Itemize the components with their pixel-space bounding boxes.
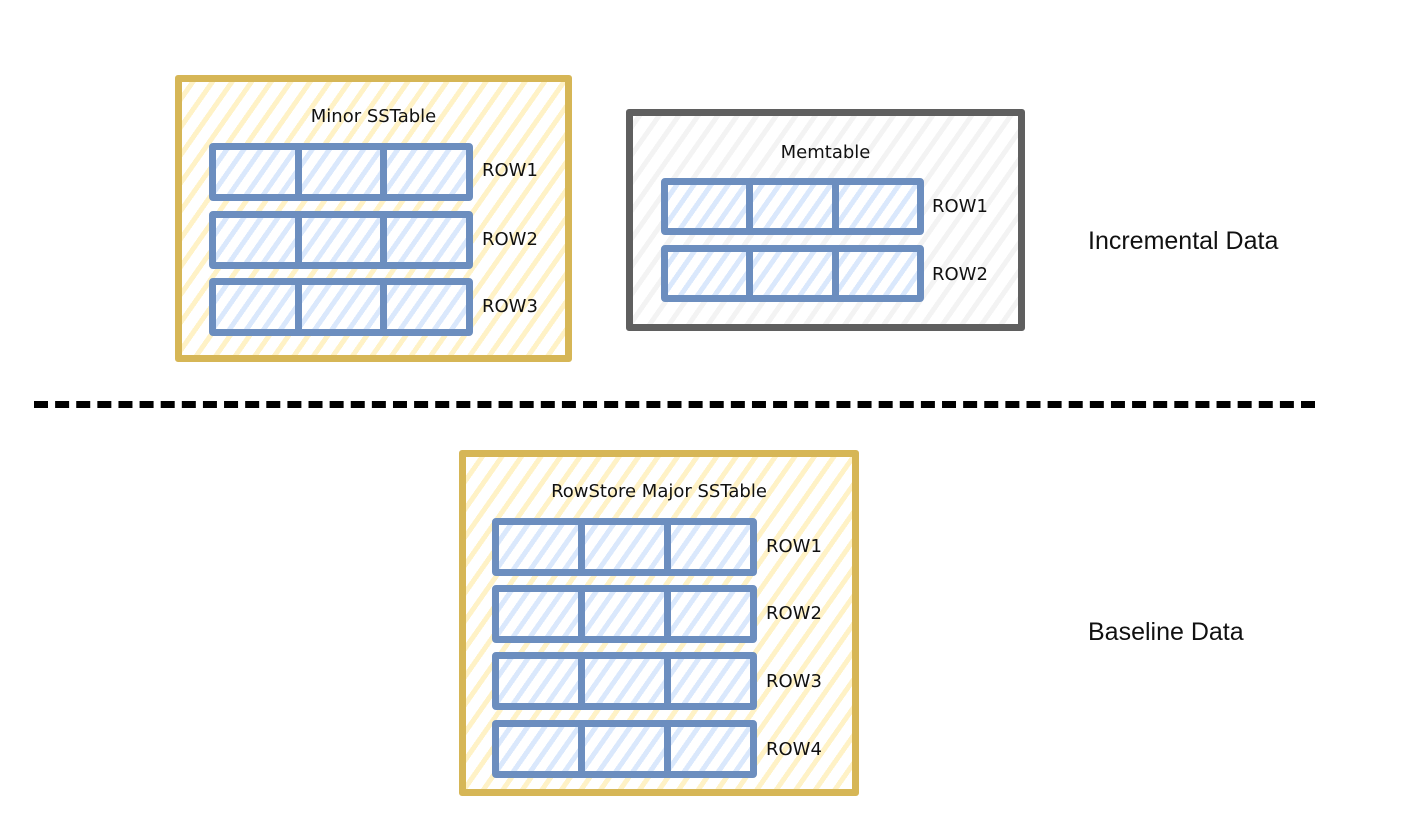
row-cell (499, 525, 585, 569)
minor-sstable-row-label-3: ROW3 (482, 296, 538, 317)
major-sstable-row-label-4: ROW4 (766, 739, 822, 760)
row-cell (671, 727, 750, 771)
row-cell (585, 592, 671, 636)
row-cell (302, 150, 388, 194)
memtable-row-label-2: ROW2 (932, 264, 988, 285)
row-cell (216, 150, 302, 194)
major-sstable-row-3 (492, 652, 757, 710)
row-cell (302, 285, 388, 329)
row-cell (753, 252, 839, 295)
row-cell (668, 185, 754, 228)
minor-sstable-row-label-1: ROW1 (482, 160, 538, 181)
row-cell (387, 150, 466, 194)
row-cell (585, 727, 671, 771)
major-sstable-row-1 (492, 518, 757, 576)
row-cell (839, 252, 917, 295)
divider-dashed-line (34, 401, 1315, 408)
major-sstable-row-2 (492, 585, 757, 643)
minor-sstable-row-label-2: ROW2 (482, 229, 538, 250)
row-cell (585, 659, 671, 703)
memtable-row-2 (661, 245, 924, 302)
row-cell (753, 185, 839, 228)
row-cell (585, 525, 671, 569)
memtable-row-1 (661, 178, 924, 235)
memtable-title: Memtable (780, 142, 871, 163)
row-cell (668, 252, 754, 295)
row-cell (387, 285, 466, 329)
row-cell (216, 218, 302, 262)
row-cell (499, 659, 585, 703)
major-sstable-title: RowStore Major SSTable (551, 481, 767, 502)
minor-sstable-row-3 (209, 278, 473, 336)
major-sstable-row-4 (492, 720, 757, 778)
row-cell (216, 285, 302, 329)
minor-sstable-row-1 (209, 143, 473, 201)
row-cell (499, 727, 585, 771)
memtable-row-label-1: ROW1 (932, 196, 988, 217)
major-sstable-row-label-2: ROW2 (766, 603, 822, 624)
row-cell (671, 592, 750, 636)
major-sstable-row-label-1: ROW1 (766, 536, 822, 557)
incremental-data-label: Incremental Data (1088, 227, 1279, 255)
row-cell (499, 592, 585, 636)
minor-sstable-row-2 (209, 211, 473, 269)
row-cell (387, 218, 466, 262)
row-cell (302, 218, 388, 262)
row-cell (839, 185, 917, 228)
row-cell (671, 659, 750, 703)
major-sstable-row-label-3: ROW3 (766, 671, 822, 692)
row-cell (671, 525, 750, 569)
baseline-data-label: Baseline Data (1088, 618, 1244, 646)
minor-sstable-title: Minor SSTable (310, 106, 437, 127)
